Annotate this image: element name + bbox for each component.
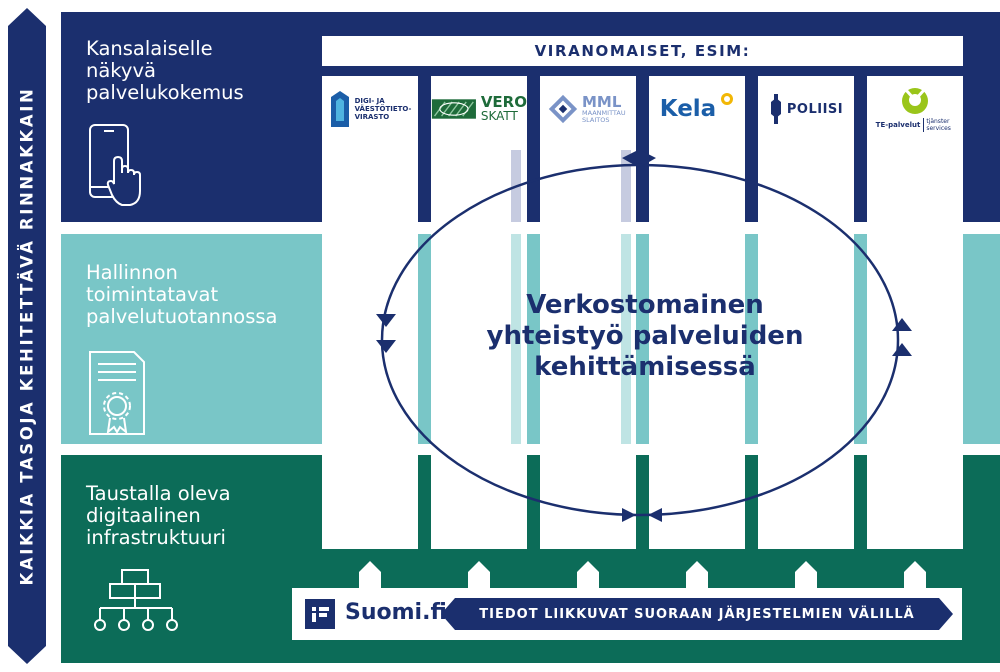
te-logo: TE-palvelut tjänster services [867,84,963,134]
dvv-logo-text: DIGI- JA VÄESTÖTIETO- VIRASTO [354,97,412,121]
te-logo-sub: tjänster services [923,118,954,132]
poliisi-logo-text: POLIISI [786,101,844,117]
poliisi-logo: POLIISI [758,84,854,134]
phone-touch-icon [86,123,146,209]
dvv-logo: DIGI- JA VÄESTÖTIETO- VIRASTO [322,84,418,134]
dvv-logo-icon [330,91,349,127]
poliisi-logo-icon [770,94,781,124]
mml-logo-icon [548,94,578,124]
cycle-arrow-right-up [892,318,912,331]
agency-column-kela [649,76,745,549]
suomi-fi-name: Suomi.fi [345,600,447,625]
network-hierarchy-icon [86,568,186,634]
data-flow-banner [441,598,953,630]
kela-logo-text: Kela [659,96,717,122]
cycle-arrow-top-left [622,151,636,166]
up-arrow [468,561,490,588]
vero-logo-main: VERO [480,93,527,111]
agencies-header: VIRANOMAISET, ESIM: [322,36,963,66]
level-label-administration: Hallinnon toimintatavat palvelutuotannos… [86,261,278,328]
agency-column-poliisi [758,76,854,549]
mml-logo: MML MAANMITTAUSLAITOS [540,84,636,134]
vero-logo: VERO SKATT [431,84,527,134]
kela-logo: Kela [649,84,745,134]
cycle-arrow-bottom-left [622,508,636,522]
level-label-citizen: Kansalaiselle näkyvä palvelukokemus [86,37,244,104]
level-label-infrastructure: Taustalla oleva digitaalinen infrastrukt… [86,482,231,549]
cycle-arrow-left-up [376,314,396,327]
up-arrow [686,561,708,588]
suomi-fi-logo-icon [305,599,335,629]
vero-logo-icon [431,99,476,119]
te-logo-main: TE-palvelut [875,121,921,129]
kela-badge-icon [721,93,734,105]
cycle-arrow-bottom-right [648,508,662,522]
agency-column-dvv [322,76,418,549]
vertical-banner [8,8,46,664]
mml-logo-sub: MAANMITTAUSLAITOS [582,108,626,124]
agency-column-te [867,76,963,549]
data-flow-text: TIEDOT LIIKKUVAT SUORAAN JÄRJESTELMIEN V… [479,606,915,622]
te-logo-icon [902,88,928,114]
up-arrow [904,561,926,588]
certificate-icon [88,350,146,440]
agency-column-mml [540,76,636,549]
mml-logo-main: MML [582,92,622,111]
up-arrow [577,561,599,588]
cycle-arrow-top-right [642,151,656,166]
up-arrow [795,561,817,588]
up-arrow [359,561,381,588]
center-text: Verkostomainen yhteistyö palveluiden keh… [486,290,804,382]
vero-logo-sub: SKATT [480,109,518,123]
cycle-arrow-right-down [892,343,912,356]
cycle-arrow-left-down [376,340,396,353]
